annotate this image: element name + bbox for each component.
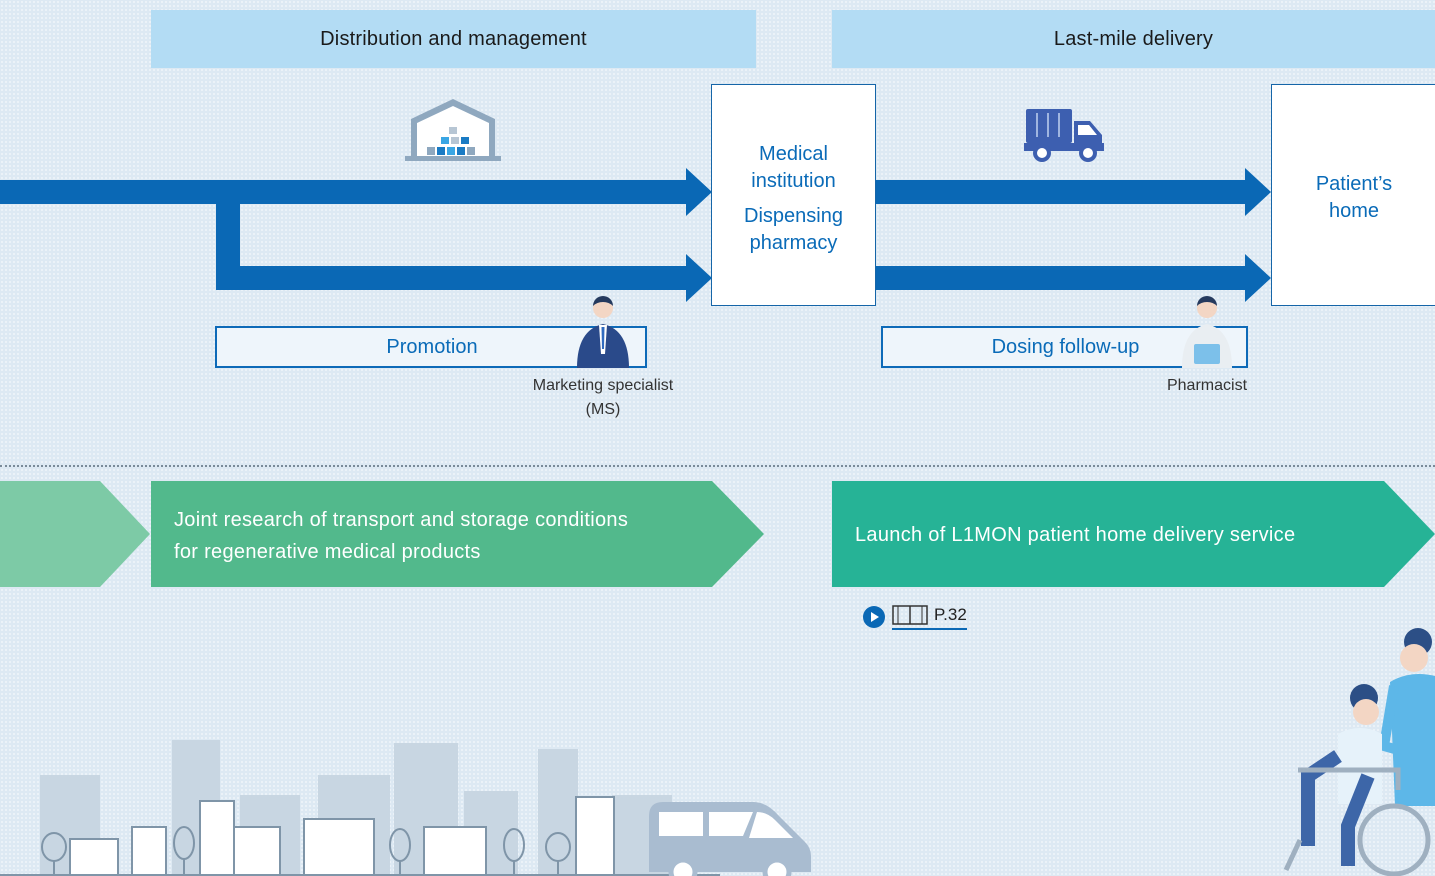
pharmacy-line-2: pharmacy	[749, 232, 838, 254]
promotion-label: Promotion	[386, 335, 478, 358]
play-icon	[863, 606, 885, 628]
promotion-box: Promotion	[215, 326, 647, 368]
page-link[interactable]: P.32	[862, 602, 967, 632]
launch-text: Launch of L1MON patient home delivery se…	[855, 519, 1395, 551]
truck-icon	[1024, 109, 1104, 162]
joint-line-2: for regenerative medical products	[174, 541, 481, 563]
dosing-label: Dosing follow-up	[991, 335, 1140, 358]
pharmacy-line-1: Dispensing	[744, 205, 843, 227]
warehouse-icon	[405, 99, 501, 161]
marketing-line-2: (MS)	[585, 401, 621, 418]
person-pharmacist-icon	[1182, 296, 1232, 368]
header-distribution-label: Distribution and management	[320, 27, 587, 50]
launch-label: Launch of L1MON patient home delivery se…	[855, 524, 1296, 546]
joint-research-text: Joint research of transport and storage …	[174, 504, 714, 568]
initiative-chevrons	[0, 481, 1435, 587]
marketing-caption: Marketing specialist (MS)	[503, 374, 703, 422]
marketing-line-1: Marketing specialist	[532, 377, 674, 394]
institution-line-2: institution	[751, 170, 836, 192]
node-medical-institution: Medical institution Dispensing pharmacy	[711, 84, 876, 306]
city-illustration	[0, 740, 720, 876]
book-icon	[892, 605, 928, 625]
flow-arrows-right	[875, 168, 1271, 302]
pharmacist-label: Pharmacist	[1166, 377, 1248, 394]
institution-line-1: Medical	[759, 143, 828, 165]
pharmacist-caption: Pharmacist	[1137, 374, 1277, 398]
home-line-1: Patient’s	[1315, 173, 1393, 195]
section-divider	[0, 465, 1435, 467]
flow-arrows-left	[0, 168, 712, 302]
joint-line-1: Joint research of transport and storage …	[174, 509, 629, 531]
header-last-mile: Last-mile delivery	[832, 10, 1435, 68]
home-line-2: home	[1328, 200, 1380, 222]
van-illustration	[649, 802, 811, 876]
header-last-mile-label: Last-mile delivery	[1053, 27, 1214, 50]
node-patients-home: Patient’s home	[1271, 84, 1435, 306]
wheelchair-illustration	[1283, 628, 1435, 876]
person-ms-icon	[577, 296, 629, 368]
header-distribution: Distribution and management	[151, 10, 756, 68]
page-ref-label: P.32	[934, 605, 967, 624]
